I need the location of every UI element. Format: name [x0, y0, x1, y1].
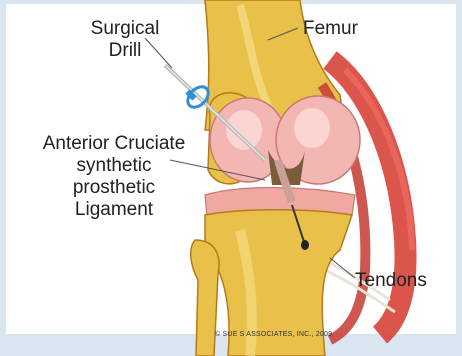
- label-acl-line3: prosthetic: [14, 177, 214, 199]
- label-tendons: Tendons: [355, 270, 427, 292]
- label-acl-line2: synthetic: [14, 155, 214, 177]
- label-femur: Femur: [303, 18, 358, 40]
- copyright-text: © SUE S ASSOCIATES, INC., 2009: [215, 331, 332, 338]
- label-surgical-drill: Surgical Drill: [80, 18, 170, 62]
- label-acl-line4: Ligament: [14, 199, 214, 221]
- fibula: [191, 240, 219, 356]
- label-acl-line1: Anterior Cruciate: [14, 133, 214, 155]
- label-surgical-drill-line2: Drill: [80, 40, 170, 62]
- label-acl: Anterior Cruciate synthetic prosthetic L…: [14, 133, 214, 221]
- label-surgical-drill-line1: Surgical: [80, 18, 170, 40]
